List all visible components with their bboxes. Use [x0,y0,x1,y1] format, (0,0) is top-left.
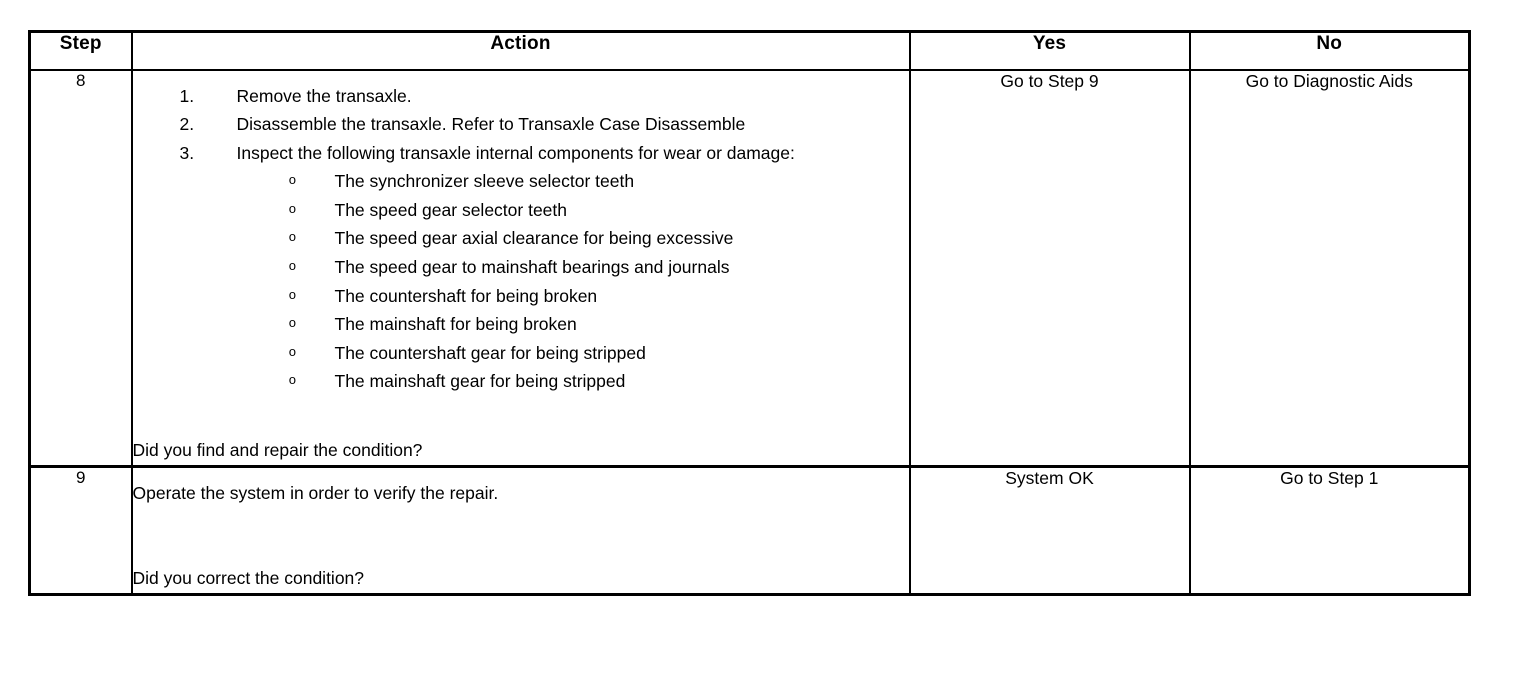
circle-bullet-icon: o [288,344,297,360]
list-item-text: The speed gear axial clearance for being… [334,228,734,249]
column-header-step: Step [29,30,133,71]
list-item-text: Inspect the following transaxle internal… [236,142,795,163]
list-item-text: The mainshaft for being broken [334,314,577,335]
list-item-text: Disassemble the transaxle. Refer to Tran… [236,114,746,135]
circle-bullet-icon: o [288,373,297,389]
list-item-text: The mainshaft gear for being stripped [334,371,626,392]
action-cell: 1. Remove the transaxle. 2. Disassemble … [130,68,911,468]
bulleted-inspection-list: o The synchronizer sleeve selector teeth… [237,167,909,396]
list-item: o The countershaft gear for being stripp… [237,339,909,368]
list-item-text: The countershaft for being broken [334,285,598,306]
circle-bullet-icon: o [288,230,297,246]
numbered-instruction-list: 1. Remove the transaxle. 2. Disassemble … [133,82,909,397]
column-header-action: Action [130,30,911,71]
list-item: o The speed gear to mainshaft bearings a… [237,253,909,282]
circle-bullet-icon: o [288,201,297,217]
diagnostic-procedure-table: Step Action Yes No 8 1. Remove the trans… [28,30,1471,596]
yes-branch-cell: Go to Step 9 [908,68,1191,468]
list-item: o The mainshaft gear for being stripped [237,367,909,396]
list-item: 2. Disassemble the transaxle. Refer to T… [133,110,909,139]
no-branch-cell: Go to Step 1 [1188,465,1470,595]
list-item: o The synchronizer sleeve selector teeth [237,167,909,196]
action-question: Did you find and repair the condition? [132,440,423,461]
list-item-text: The speed gear selector teeth [334,199,568,220]
list-item: o The speed gear axial clearance for bei… [237,224,909,253]
column-header-yes: Yes [908,30,1191,71]
circle-bullet-icon: o [288,173,297,189]
step-number-cell: 9 [29,465,133,595]
action-instruction: Operate the system in order to verify th… [132,482,499,503]
list-item: 1. Remove the transaxle. [133,82,909,111]
table-row: 9 Operate the system in order to verify … [29,465,1470,595]
no-branch-cell: Go to Diagnostic Aids [1188,68,1470,468]
list-item-text: The countershaft gear for being stripped [334,342,646,363]
table-header-row: Step Action Yes No [29,30,1470,71]
table-body: 8 1. Remove the transaxle. 2. Disassembl… [29,68,1470,595]
list-item-marker: 1. [179,85,195,106]
list-item: o The speed gear selector teeth [237,196,909,225]
yes-branch-cell: System OK [908,465,1191,595]
list-item: 3. Inspect the following transaxle inter… [133,139,909,396]
circle-bullet-icon: o [288,259,297,275]
step-number-cell: 8 [29,68,133,468]
list-item-text: The speed gear to mainshaft bearings and… [334,257,730,278]
table-row: 8 1. Remove the transaxle. 2. Disassembl… [29,68,1470,468]
list-item: o The countershaft for being broken [237,282,909,311]
list-item-marker: 3. [179,142,195,163]
list-item: o The mainshaft for being broken [237,310,909,339]
circle-bullet-icon: o [288,316,297,332]
list-item-text: Remove the transaxle. [236,85,412,106]
circle-bullet-icon: o [288,287,297,303]
table-header: Step Action Yes No [29,30,1470,71]
list-item-marker: 2. [179,114,195,135]
column-header-no: No [1188,30,1470,71]
action-cell: Operate the system in order to verify th… [130,465,911,595]
action-question: Did you correct the condition? [132,568,365,589]
list-item-text: The synchronizer sleeve selector teeth [334,171,635,192]
